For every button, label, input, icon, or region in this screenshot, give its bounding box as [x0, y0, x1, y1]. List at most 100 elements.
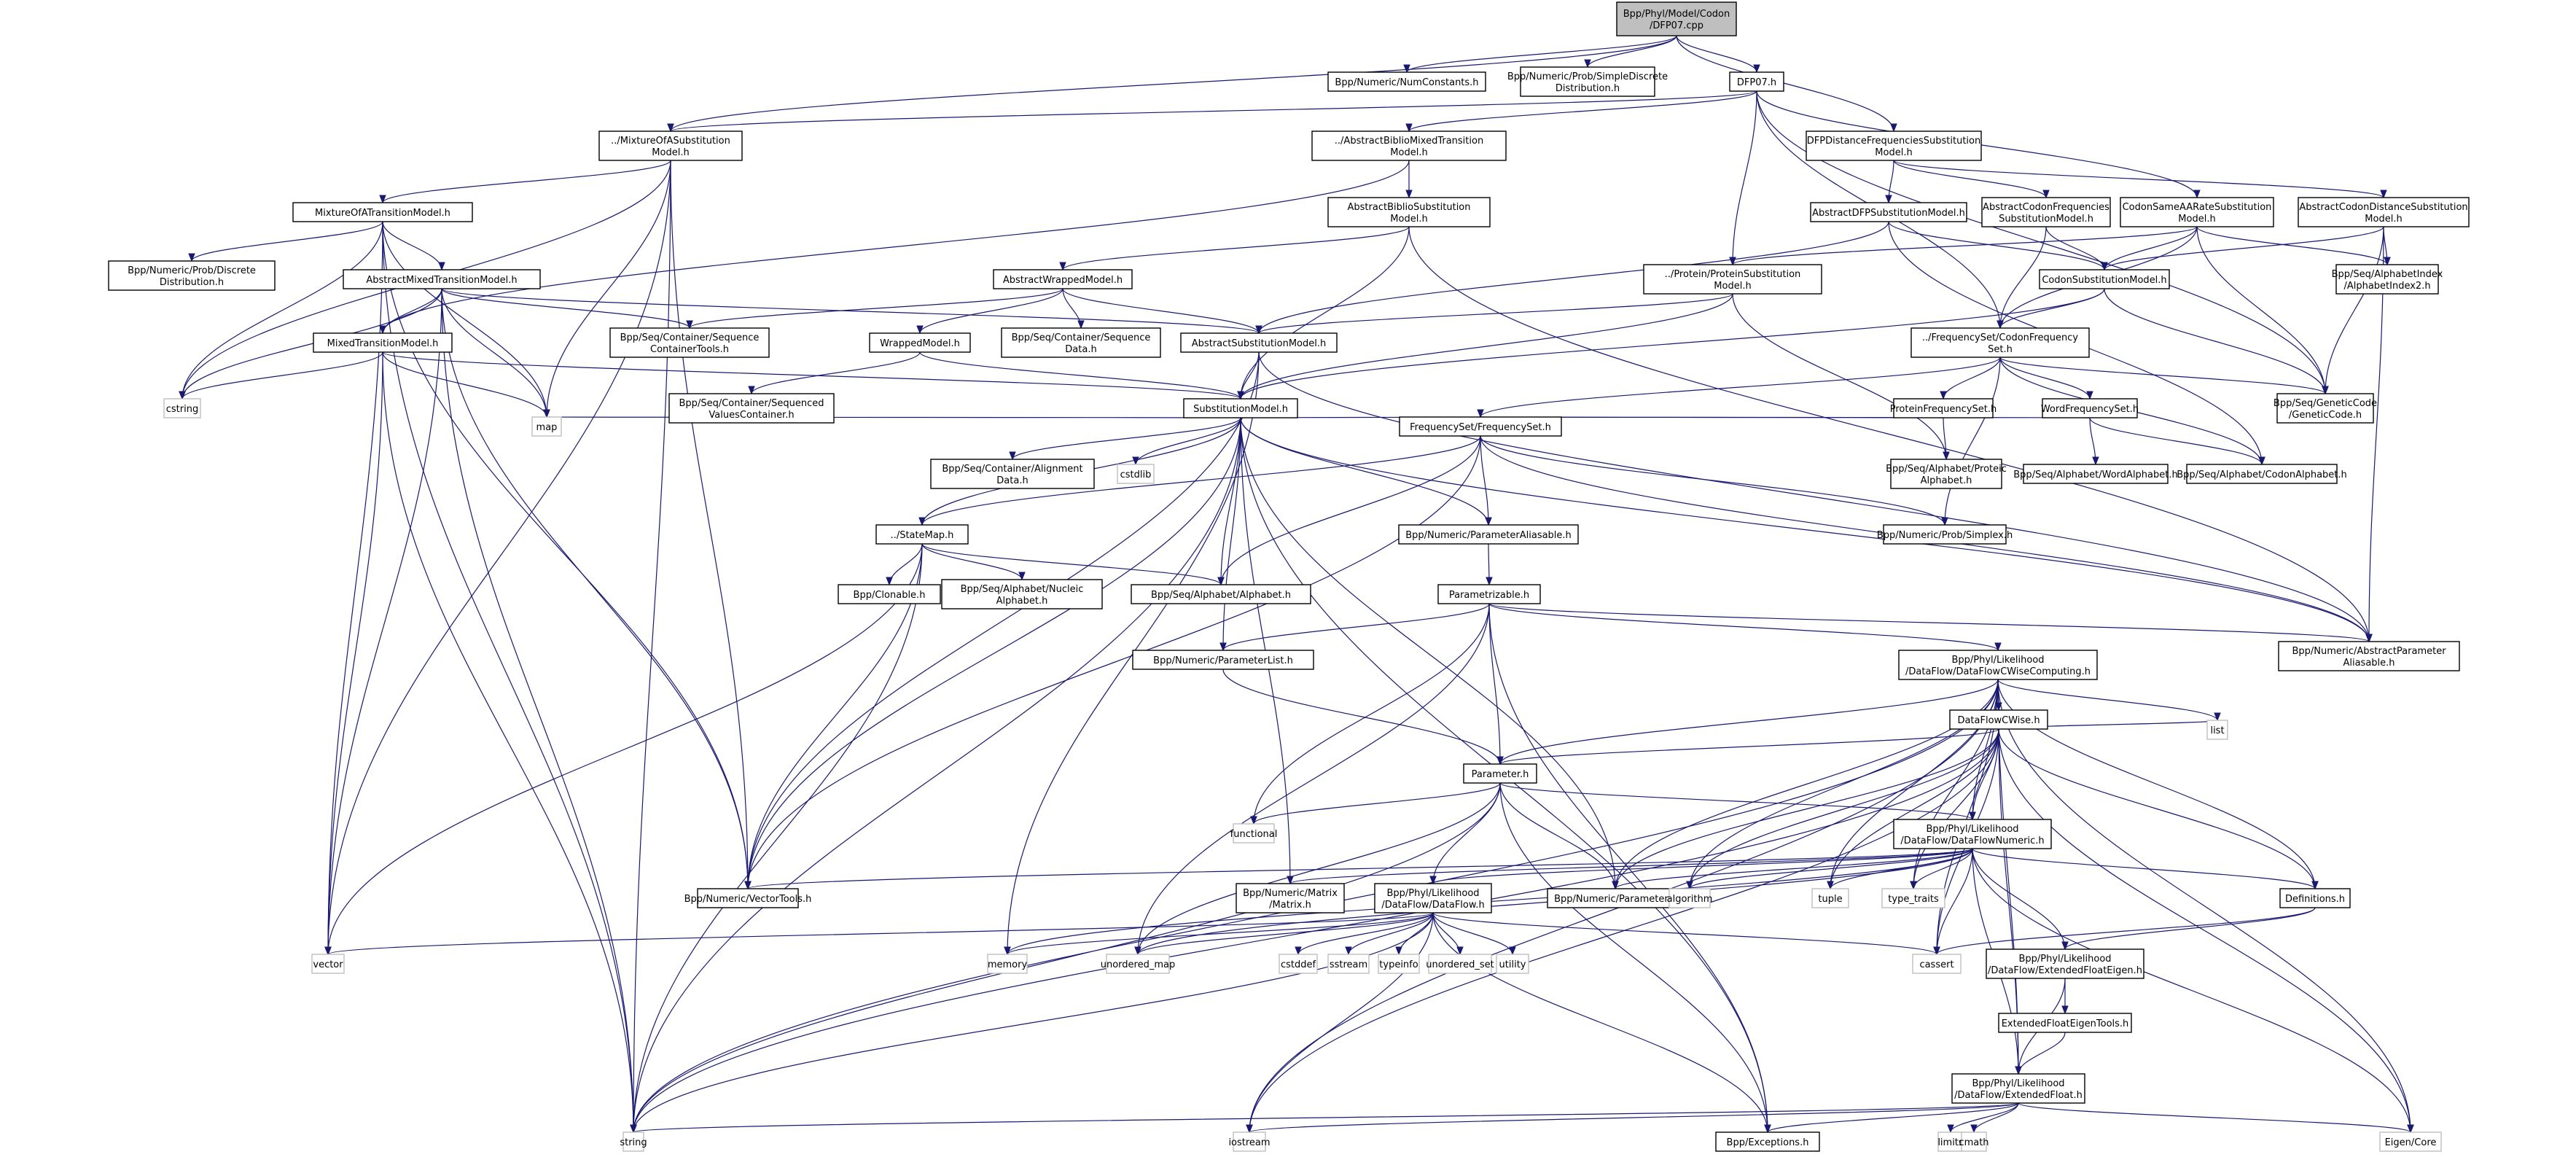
dependency-edge-dfp07h-to-abiblio_mixed [1405, 90, 1757, 133]
node-parametrizable[interactable]: Parametrizable.h [1437, 584, 1541, 604]
node-dfnumeric[interactable]: Bpp/Phyl/Likelihood/DataFlow/DataFlowNum… [1893, 819, 2052, 849]
node-dfcwise[interactable]: DataFlowCWise.h [1949, 709, 2048, 730]
node-dataflow[interactable]: Bpp/Phyl/Likelihood/DataFlow/DataFlow.h [1374, 883, 1492, 913]
node-statemap[interactable]: ../StateMap.h [875, 524, 969, 545]
node-extfloat[interactable]: Bpp/Phyl/Likelihood/DataFlow/ExtendedFlo… [1951, 1073, 2085, 1104]
node-alphabetindex2[interactable]: Bpp/Seq/AlphabetIndex/AlphabetIndex2.h [2332, 264, 2443, 295]
edge-line [1488, 603, 1501, 765]
node-abscodonfreq[interactable]: AbstractCodonFrequenciesSubstitutionMode… [1981, 197, 2111, 227]
arrowhead-icon [2086, 391, 2093, 400]
node-box [1643, 264, 1822, 295]
node-parameter[interactable]: Parameter.h [1463, 763, 1537, 784]
node-freqset[interactable]: FrequencySet/FrequencySet.h [1399, 416, 1562, 437]
dependency-edge-parametrizable-to-absparamaliasable [1488, 603, 2373, 643]
node-proteinfreqset[interactable]: ProteinFrequencySet.h [1890, 398, 1997, 418]
dependency-edge-dfpdistance-to-abscodondist [1893, 160, 2387, 199]
node-mixtureofatrans[interactable]: MixtureOfATransitionModel.h [292, 202, 473, 222]
node-unordered_set: unordered_set [1426, 954, 1494, 974]
node-label: SubstitutionModel.h [1999, 214, 2093, 225]
edge-line [1830, 848, 1973, 889]
arrowhead-icon [1004, 946, 1011, 956]
node-dfpdistance[interactable]: DFPDistanceFrequenciesSubstitutionModel.… [1806, 130, 1982, 161]
node-definitions[interactable]: Definitions.h [2279, 888, 2351, 908]
node-simplex[interactable]: Bpp/Numeric/Prob/Simplex.h [1877, 524, 2013, 545]
node-label: Bpp/Seq/Alphabet/WordAlphabet.h [2013, 470, 2177, 480]
edge-line [1398, 912, 1434, 955]
node-dfp07h[interactable]: DFP07.h [1729, 71, 1784, 92]
edge-line [1480, 435, 1489, 526]
node-seqvalues[interactable]: Bpp/Seq/Container/SequencedValuesContain… [668, 393, 835, 424]
node-box [1893, 819, 2052, 849]
node-label: cassert [1919, 959, 1954, 970]
node-dfcwisecomputing[interactable]: Bpp/Phyl/Likelihood/DataFlow/DataFlowCWi… [1898, 650, 2098, 680]
edge-line [2018, 1102, 2411, 1133]
node-abssubst[interactable]: AbstractSubstitutionModel.h [1180, 332, 1338, 353]
node-substmodel[interactable]: SubstitutionModel.h [1183, 398, 1298, 418]
node-box [2023, 464, 2169, 484]
edge-layer [179, 35, 2414, 1134]
node-matrix[interactable]: Bpp/Numeric/Matrix/Matrix.h [1236, 883, 1345, 913]
node-paramlist[interactable]: Bpp/Numeric/ParameterList.h [1132, 650, 1314, 670]
node-label: /DataFlow/DataFlowNumeric.h [1900, 835, 2044, 846]
dependency-edge-dataflow-to-sstream [1345, 912, 1434, 956]
dependency-edge-root-to-dfpdistance [1676, 35, 1897, 133]
node-cstddef: cstddef [1279, 954, 1318, 974]
arrowhead-icon [1403, 64, 1410, 74]
dependency-edge-absmixedtrans-to-seqcontainertools [441, 288, 693, 330]
node-alphabet[interactable]: Bpp/Seq/Alphabet/Alphabet.h [1131, 584, 1311, 604]
dependency-edge-extfloat-to-exceptions [1764, 1102, 2019, 1134]
node-label: Bpp/Phyl/Likelihood [1926, 824, 2018, 835]
dependency-edge-wordfreqset-to-codonalpha [2089, 417, 2265, 466]
node-label: AbstractMixedTransitionModel.h [366, 275, 517, 286]
node-root: Bpp/Phyl/Model/Codon/DFP07.cpp [1616, 1, 1737, 36]
node-abswrapped[interactable]: AbstractWrappedModel.h [993, 269, 1133, 289]
node-box [1001, 327, 1161, 358]
node-mixedtrans[interactable]: MixedTransitionModel.h [313, 332, 453, 353]
node-label: sstream [1330, 959, 1367, 970]
node-extfloateigen[interactable]: Bpp/Phyl/Likelihood/DataFlow/ExtendedFlo… [1986, 948, 2144, 979]
arrowhead-icon [2042, 190, 2050, 199]
node-exceptions[interactable]: Bpp/Exceptions.h [1715, 1131, 1820, 1152]
node-seqcontainertools[interactable]: Bpp/Seq/Container/SequenceContainerTools… [609, 327, 770, 358]
dependency-edge-abscodondist-to-geneticcode [2322, 226, 2384, 395]
node-numparameter[interactable]: Bpp/Numeric/Parameter.h [1547, 888, 1684, 908]
node-wordfreqset[interactable]: WordFrequencySet.h [2041, 398, 2139, 418]
node-extfloateigentools[interactable]: ExtendedFloatEigenTools.h [1998, 1013, 2132, 1033]
node-codonalpha[interactable]: Bpp/Seq/Alphabet/CodonAlphabet.h [2177, 464, 2347, 484]
node-label: Set.h [1988, 344, 2013, 355]
node-wrapped[interactable]: WrappedModel.h [869, 332, 971, 353]
arrowhead-icon [1077, 320, 1085, 330]
dependency-edge-absmixedtrans-to-vector [324, 288, 442, 956]
node-clonable[interactable]: Bpp/Clonable.h [838, 584, 941, 604]
node-paramaliasable[interactable]: Bpp/Numeric/ParameterAliasable.h [1398, 524, 1579, 545]
node-box [1374, 883, 1492, 913]
node-codonsubst[interactable]: CodonSubstitutionModel.h [2039, 269, 2170, 289]
edge-line [2196, 226, 2326, 394]
node-vectortools[interactable]: Bpp/Numeric/VectorTools.h [684, 888, 812, 908]
arrowhead-icon [886, 577, 893, 586]
node-numconstants[interactable]: Bpp/Numeric/NumConstants.h [1327, 71, 1486, 92]
node-absmixedtrans[interactable]: AbstractMixedTransitionModel.h [343, 269, 541, 289]
node-wordalpha[interactable]: Bpp/Seq/Alphabet/WordAlphabet.h [2013, 464, 2178, 484]
node-simplediscrete[interactable]: Bpp/Numeric/Prob/SimpleDiscreteDistribut… [1507, 66, 1668, 97]
node-box [668, 393, 835, 424]
node-absdfp[interactable]: AbstractDFPSubstitutionModel.h [1810, 202, 1967, 222]
node-box [2335, 264, 2439, 295]
node-geneticcode[interactable]: Bpp/Seq/GeneticCode/GeneticCode.h [2273, 393, 2377, 424]
dependency-edge-abiblio_mixed-to-abiblio_subst [1405, 160, 1413, 199]
edge-line [1499, 782, 1768, 1133]
edge-line [1240, 288, 2105, 400]
